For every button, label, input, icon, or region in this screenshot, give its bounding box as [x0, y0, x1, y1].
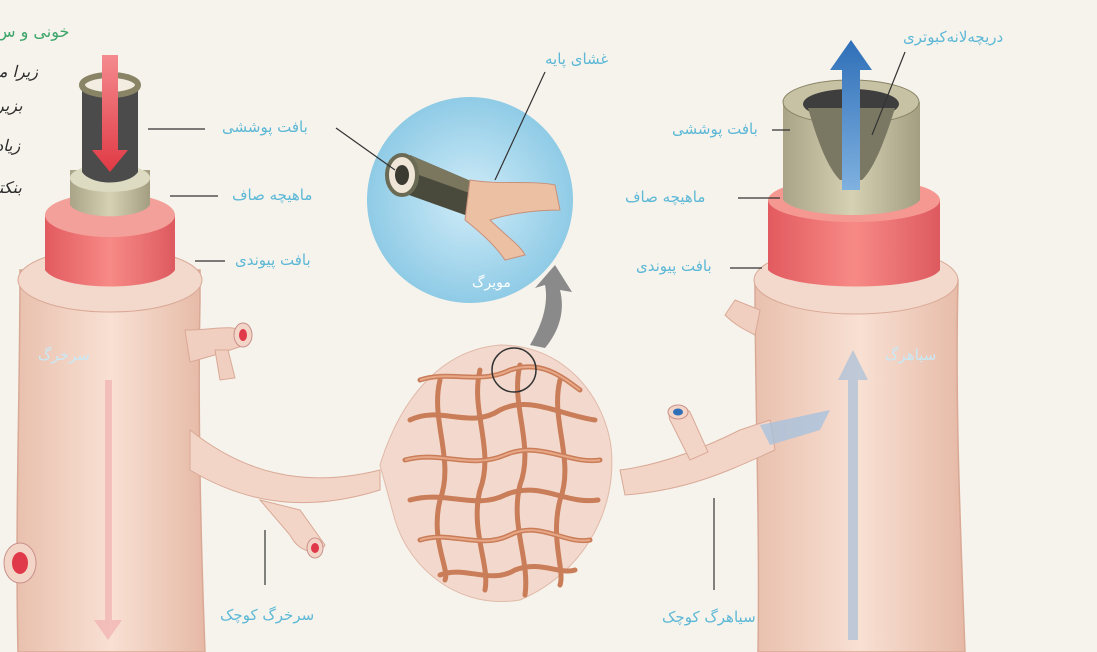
capillary-label: مویرگ	[472, 276, 511, 290]
margin-handwriting-3: زیاد	[0, 136, 20, 155]
margin-handwriting-4: بنکتا	[0, 178, 22, 197]
artery-label: سرخرگ	[38, 348, 90, 363]
smooth-muscle-left-label: ماهیچه صاف	[232, 188, 312, 203]
margin-handwriting-2: بزیر	[0, 96, 23, 115]
capillary-inset	[367, 97, 573, 303]
margin-handwriting-1: زیرا ما	[0, 62, 38, 81]
capillary-network	[380, 265, 612, 602]
smooth-muscle-right-label: ماهیچه صاف	[625, 190, 705, 205]
connective-tissue-left-label: بافت پیوندی	[235, 253, 311, 268]
endothelium-right-label: بافت پوششی	[672, 122, 758, 137]
arteriole-label: سرخرگ کوچک	[220, 608, 314, 623]
vein-label: سیاهرگ	[885, 348, 936, 363]
connective-tissue-right-label: بافت پیوندی	[636, 259, 712, 274]
valve-label: دریچه‌لانه‌کبوتری	[903, 30, 1003, 45]
venule-label: سیاهرگ کوچک	[662, 610, 756, 625]
endothelium-left-label: بافت پوششی	[222, 120, 308, 135]
basement-membrane-label: غشای پایه	[545, 52, 608, 67]
margin-green-text: خونی و س	[0, 24, 69, 40]
